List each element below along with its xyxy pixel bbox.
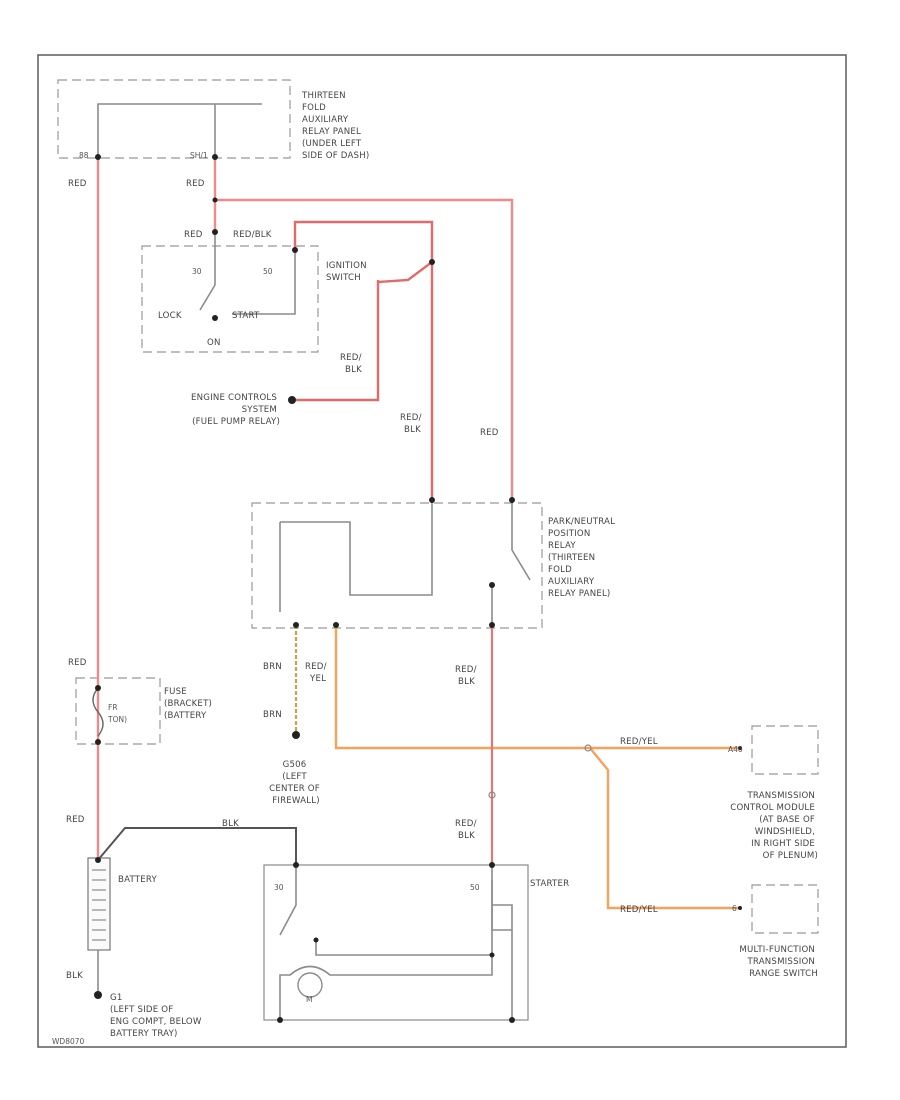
- red-yel-range-switch-wire: [589, 747, 740, 910]
- ground-g506-label: G506 (LEFT CENTER OF FIREWALL): [269, 760, 323, 806]
- wire-label-blk: BLK: [222, 819, 239, 829]
- red-yel-tcm-wire: [334, 625, 740, 750]
- starter-motor-label: M: [306, 995, 312, 1004]
- blk-battery-starter-wire: [97, 827, 297, 865]
- wire-label-red: RED: [186, 179, 205, 189]
- wire-label-red: RED: [68, 658, 87, 668]
- ign-pin-50-label: 50: [263, 267, 273, 276]
- diagram-id-label: WD8070: [52, 1037, 85, 1046]
- red-blk-start-wire: [293, 220, 434, 500]
- wire-label-red-blk: RED/ BLK: [340, 353, 365, 375]
- starter-box: [263, 864, 529, 1021]
- wire-label-red-blk: RED/ BLK: [455, 665, 480, 687]
- starter-motor-symbol: [297, 972, 323, 998]
- battery-label: BATTERY: [118, 875, 158, 885]
- splice-icon: [488, 791, 496, 799]
- red-relay-feed-wire: [215, 198, 514, 500]
- ignition-switch-box: [141, 245, 319, 353]
- pin-sh1-label: SH/1: [190, 151, 208, 160]
- wire-label-red: RED: [68, 179, 87, 189]
- starter-solenoid-switch: [279, 865, 297, 936]
- pin-88-label: 88: [79, 151, 89, 160]
- starter-pin-50-label: 50: [470, 883, 480, 892]
- aux-relay-panel-label: THIRTEEN FOLD AUXILIARY RELAY PANEL (UND…: [301, 91, 369, 161]
- starter-pin-30-label: 30: [274, 883, 284, 892]
- engine-controls-label: ENGINE CONTROLS SYSTEM (FUEL PUMP RELAY): [191, 393, 280, 427]
- ign-on-label: ON: [207, 338, 221, 348]
- wire-label-red-yel: RED/ YEL: [305, 662, 330, 684]
- tcm-label: TRANSMISSION CONTROL MODULE (AT BASE OF …: [730, 791, 818, 861]
- range-switch-label: MULTI-FUNCTION TRANSMISSION RANGE SWITCH: [739, 945, 818, 979]
- fuse-label: FUSE (BRACKET) (BATTERY: [164, 687, 215, 721]
- ign-switch-blade: [199, 284, 216, 311]
- fuse-id-label: FR TON): [107, 703, 127, 724]
- starter-hold-wire: [315, 865, 493, 956]
- ign-lock-label: LOCK: [158, 311, 182, 321]
- ground-g1-label: G1 (LEFT SIDE OF ENG COMPT, BELOW BATTER…: [110, 993, 205, 1039]
- wire-label-blk: BLK: [66, 971, 83, 981]
- ign-50-wire: [232, 250, 296, 315]
- tcm-box: [751, 725, 819, 775]
- pn-relay-coil-wire: [280, 500, 433, 596]
- pn-relay-switch-blade: [511, 500, 531, 581]
- wire-label-red-blk: RED/BLK: [233, 230, 272, 240]
- ign-pin-30-label: 30: [192, 267, 202, 276]
- range-switch-pin-label: 6: [732, 904, 737, 913]
- wire-label-red-blk: RED/ BLK: [455, 819, 480, 841]
- diagram-frame: [37, 54, 847, 1048]
- wire-label-brn: BRN: [263, 662, 282, 672]
- ignition-switch-label: IGNITION SWITCH: [326, 261, 370, 283]
- fuse-box: [75, 677, 161, 745]
- fuse-symbol: [92, 687, 104, 737]
- connection-nodes: [94, 154, 742, 1023]
- wire-label-red: RED: [184, 230, 203, 240]
- wire-label-red-yel: RED/YEL: [620, 905, 658, 915]
- aux-relay-panel-box: [57, 79, 291, 159]
- wire-label-red: RED: [66, 815, 85, 825]
- range-switch-box: [751, 884, 819, 934]
- tcm-pin-label: A40: [728, 745, 743, 754]
- battery-symbol: [87, 857, 111, 951]
- park-neutral-relay-label: PARK/NEUTRAL POSITION RELAY (THIRTEEN FO…: [548, 517, 618, 599]
- wire-label-red-blk: RED/ BLK: [400, 413, 425, 435]
- wire-label-red-yel: RED/YEL: [620, 737, 658, 747]
- red-blk-ecm-wire: [292, 280, 380, 402]
- wire-label-brn: BRN: [263, 710, 282, 720]
- aux-panel-bus-wire: [97, 103, 262, 157]
- starter-label: STARTER: [530, 879, 569, 889]
- park-neutral-relay-box: [251, 502, 543, 629]
- ign-start-label: START: [232, 311, 260, 321]
- wire-label-red: RED: [480, 428, 499, 438]
- splice-icon: [584, 744, 592, 752]
- starter-coil-wire: [491, 880, 513, 931]
- starter-motor-wire: [279, 955, 493, 1020]
- red-blk-switch-wire: [377, 261, 433, 284]
